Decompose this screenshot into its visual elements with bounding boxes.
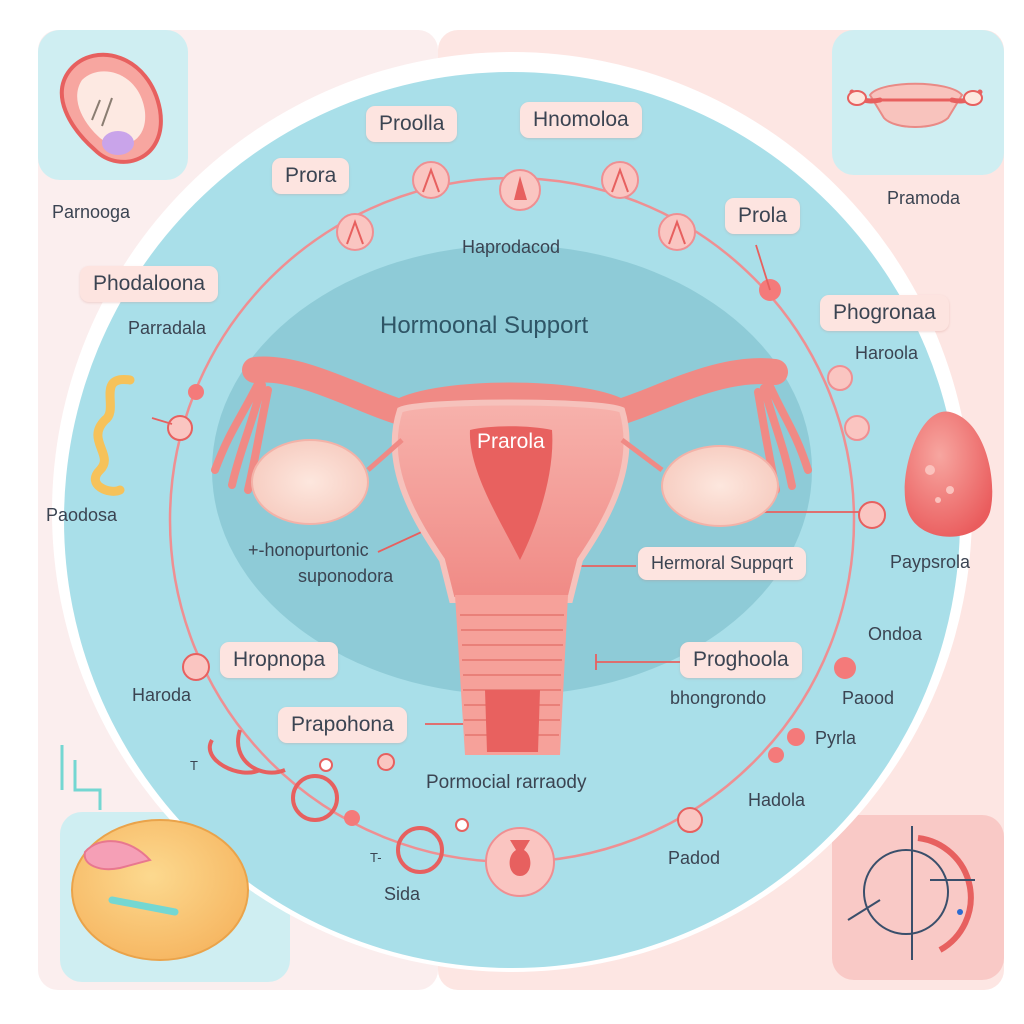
label-pill-right-mid: Phogronaa xyxy=(820,295,949,331)
corner-panel-bottom-right xyxy=(832,815,1004,980)
follicle-egg-icon xyxy=(904,411,993,537)
label-left-3: Haroda xyxy=(132,685,192,705)
label-pill-top-left: Proolla xyxy=(366,106,458,142)
label-right-8: Padod xyxy=(668,848,721,868)
uterus-label: Prarola xyxy=(477,430,545,453)
label-left-1: Parradala xyxy=(128,318,207,338)
label-right-1: Harоola xyxy=(855,343,919,363)
label-pill-left-upper: Prora xyxy=(272,158,350,194)
label-right-7: Hadola xyxy=(748,790,806,810)
label-right-6: Pyrla xyxy=(815,728,857,748)
label-pill-right-upper: Prola xyxy=(725,198,801,234)
label-top-left-corner: Parnooga xyxy=(52,202,131,222)
label-right-4: Ondoa xyxy=(868,624,923,644)
small-uterus-icon xyxy=(847,82,983,128)
ovary-cross-section-icon xyxy=(59,52,163,164)
label-pill-right-lower: Proghoola xyxy=(680,642,802,678)
label-pill-top-right: Hnomoloa xyxy=(520,102,642,138)
bottom-center-label: Pormocial rarraody xyxy=(426,772,587,793)
label-tiny-t2: T- xyxy=(370,850,382,865)
label-pill-left-mid: Phodaloona xyxy=(80,266,219,302)
gauge-icon xyxy=(847,826,975,960)
label-pill-hormonal-support: Hermoral Suppqrt xyxy=(638,547,807,580)
ring-nodes xyxy=(167,161,886,897)
fallopian-squiggle-icon xyxy=(90,375,135,496)
label-arrow-left-2: suponodora xyxy=(298,566,394,586)
uterus-illustration xyxy=(211,356,812,755)
diagram-title: Hormoonal Support xyxy=(380,312,589,339)
top-center-label: Haprodacod xyxy=(462,237,561,257)
label-arrow-left-1: +-honopurtonic xyxy=(248,540,369,560)
label-right-2: Paypsrola xyxy=(890,552,971,572)
label-left-2: Paodosa xyxy=(46,505,118,525)
label-bottom-small: Sida xyxy=(384,884,421,904)
label-tiny-t1: T xyxy=(190,758,198,773)
label-right-3: bhongrondo xyxy=(670,688,767,708)
label-top-right-corner: Pramoda xyxy=(887,188,961,208)
cell-icon xyxy=(60,745,249,961)
label-pill-left-lower: Hropnopa xyxy=(220,642,339,678)
label-right-5: Paood xyxy=(842,688,895,708)
label-pill-bottom-left: Prapohona xyxy=(278,707,407,743)
